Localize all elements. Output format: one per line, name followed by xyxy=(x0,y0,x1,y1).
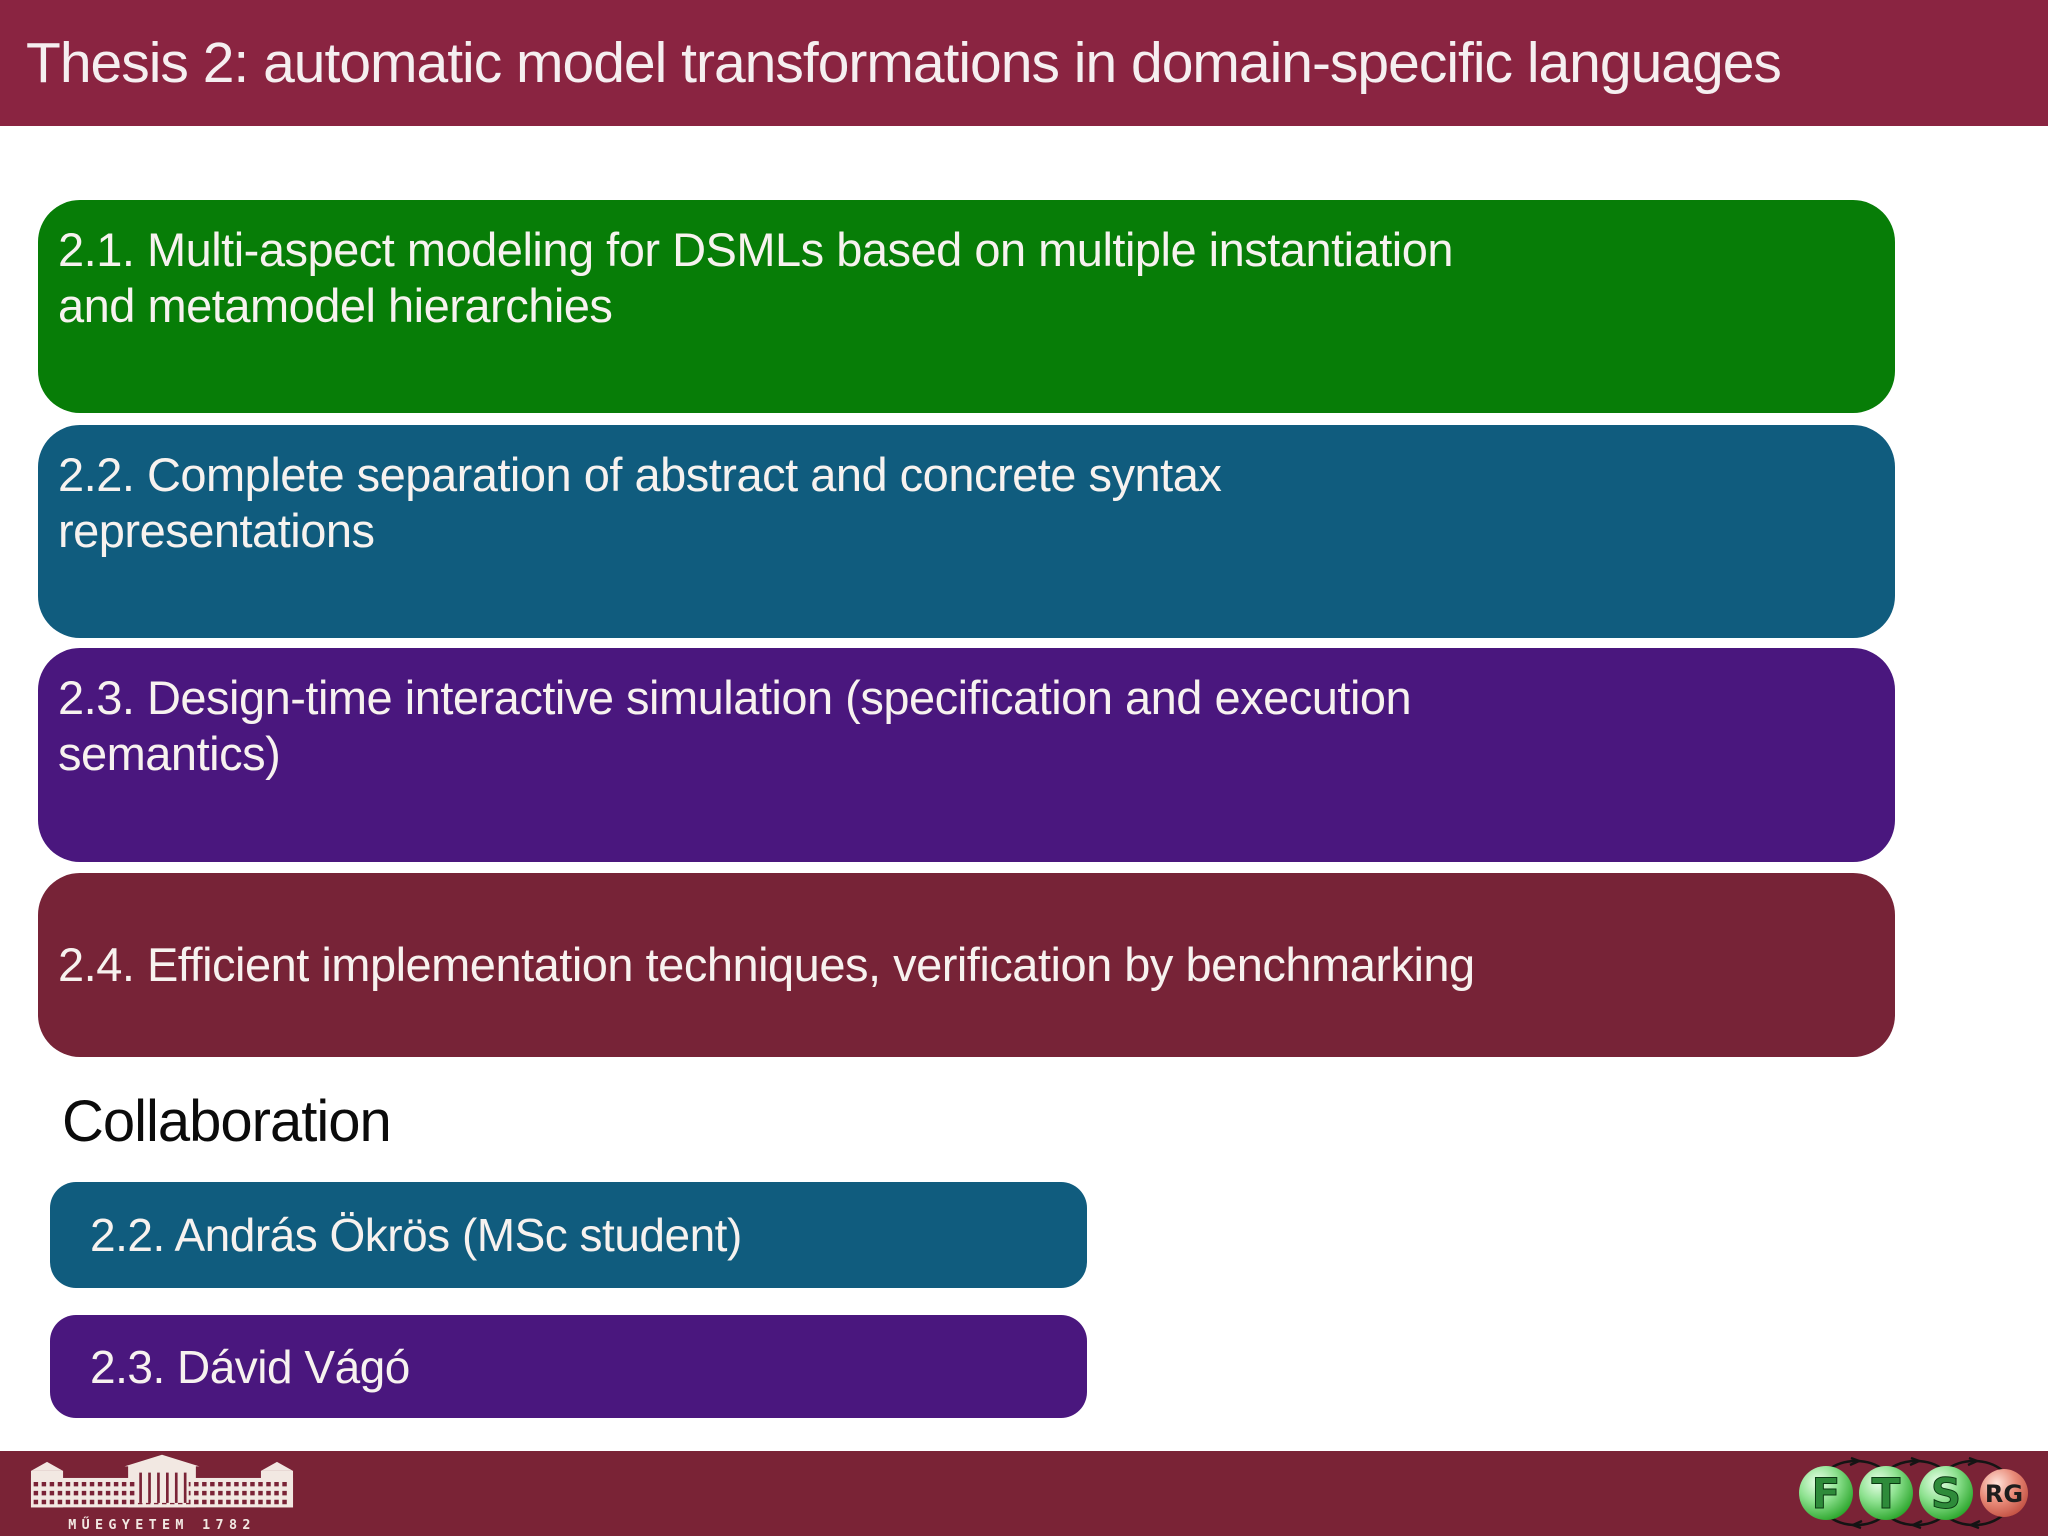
slide-title: Thesis 2: automatic model transformation… xyxy=(26,31,1782,95)
ftsrg-letter-t: T xyxy=(1872,1469,1901,1518)
slide-title-bar: Thesis 2: automatic model transformation… xyxy=(0,0,2048,126)
ftsrg-sphere-t xyxy=(1859,1466,1913,1520)
collaboration-item-2-3: 2.3. Dávid Vágó xyxy=(50,1315,1087,1418)
thesis-box-2-3: 2.3. Design-time interactive simulation … xyxy=(38,648,1895,862)
slide-footer-bar: MŰEGYETEM 1782 xyxy=(0,1451,2048,1536)
ftsrg-letters-rg: RG xyxy=(1985,1480,2023,1508)
bme-logo-caption: MŰEGYETEM 1782 xyxy=(68,1515,255,1533)
ftsrg-letter-f: F xyxy=(1812,1469,1841,1518)
collaboration-heading: Collaboration xyxy=(62,1089,392,1154)
thesis-box-2-4: 2.4. Efficient implementation techniques… xyxy=(38,873,1895,1057)
collaboration-item-2-2: 2.2. András Ökrös (MSc student) xyxy=(50,1182,1087,1288)
thesis-box-2-1: 2.1. Multi-aspect modeling for DSMLs bas… xyxy=(38,200,1895,413)
ftsrg-sphere-rg xyxy=(1980,1469,2028,1517)
ftsrg-sphere-f xyxy=(1799,1466,1853,1520)
thesis-box-2-2: 2.2. Complete separation of abstract and… xyxy=(38,425,1895,638)
ftsrg-letter-s: S xyxy=(1931,1469,1961,1518)
bme-university-logo-icon: MŰEGYETEM 1782 xyxy=(22,1453,302,1536)
ftsrg-research-group-logo-icon: F T S RG xyxy=(1798,1451,2030,1536)
ftsrg-sphere-s xyxy=(1919,1466,1973,1520)
